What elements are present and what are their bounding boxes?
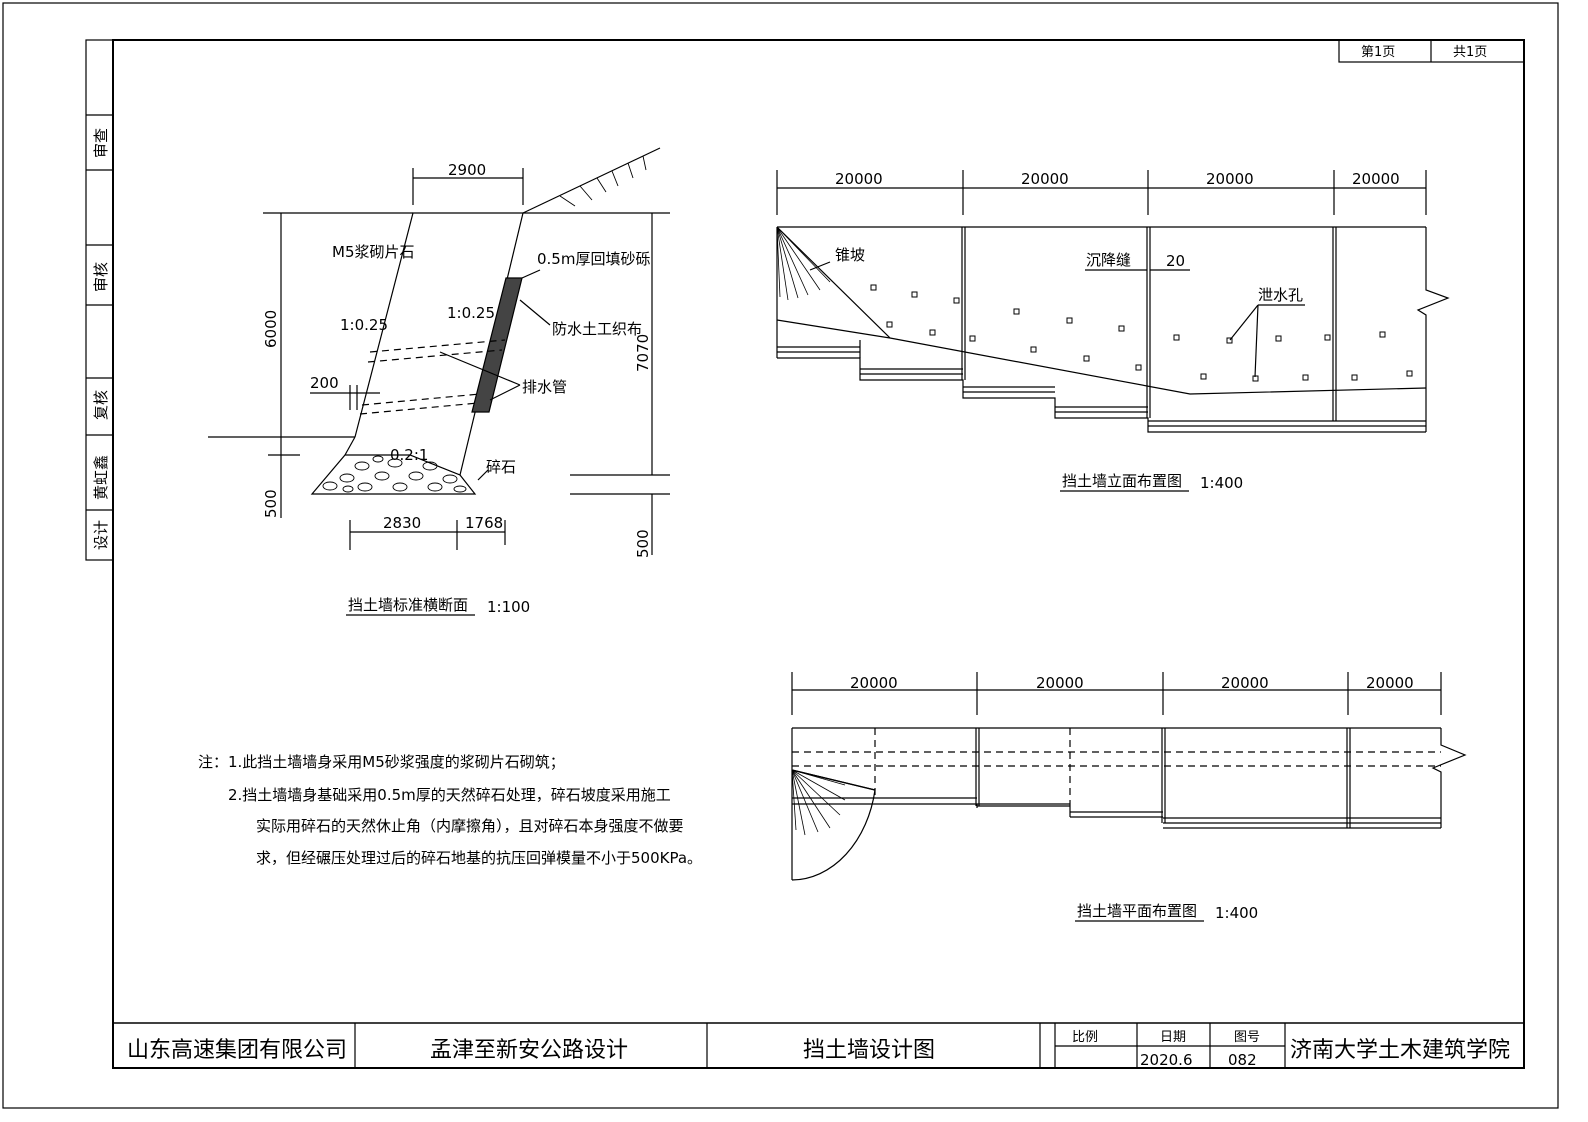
gravel-pattern — [322, 455, 467, 493]
label-gravel: 碎石 — [486, 458, 516, 476]
elev-dim-4: 20000 — [1352, 170, 1400, 188]
school-name: 济南大学土木建筑学院 — [1290, 1038, 1510, 1063]
label-joint-width: 20 — [1166, 252, 1185, 270]
cross-section-scale: 1:100 — [487, 598, 530, 616]
drawing-name: 挡土墙设计图 — [803, 1038, 935, 1063]
side-strip-dividers — [86, 114, 113, 511]
page-current: 第1页 — [1361, 45, 1395, 60]
side-label-designer-name: 黄虹鑫 — [92, 455, 110, 500]
elev-dim-1: 20000 — [835, 170, 883, 188]
notes: 注： 1.此挡土墙墙身采用M5砂浆强度的浆砌片石砌筑； 2.挡土墙墙身基础采用0… — [198, 753, 702, 867]
plan-dim-2: 20000 — [1036, 674, 1084, 692]
title-block — [113, 1022, 1524, 1068]
plan-title: 挡土墙平面布置图 — [1077, 902, 1197, 920]
number-value: 082 — [1228, 1051, 1257, 1069]
cone-slope-hatch — [776, 226, 831, 301]
label-cone-slope: 锥坡 — [835, 246, 865, 264]
plan-dim-3: 20000 — [1221, 674, 1269, 692]
date-label: 日期 — [1160, 1030, 1186, 1045]
dim-base-depth-right: 500 — [634, 529, 652, 558]
scale-label: 比例 — [1072, 1030, 1098, 1045]
cone-plan-hatch — [791, 769, 846, 836]
weep-holes — [870, 284, 1413, 382]
cross-section — [208, 147, 670, 555]
note-line-4: 求，但经碾压处理过后的碎石地基的抗压回弹模量不小于500KPa。 — [256, 849, 702, 867]
inner-frame — [112, 39, 1525, 1069]
backfill-strip — [471, 277, 523, 413]
label-settlement-joint: 沉降缝 — [1086, 251, 1131, 269]
plan-dim-1: 20000 — [850, 674, 898, 692]
page-total: 共1页 — [1453, 45, 1487, 60]
side-label-audit: 审核 — [92, 262, 110, 292]
dim-height: 6000 — [262, 310, 280, 348]
plan-scale: 1:400 — [1215, 904, 1258, 922]
label-drain-pipe: 排水管 — [522, 378, 567, 396]
outer-border — [2, 2, 1559, 1109]
dim-top-width: 2900 — [448, 161, 486, 179]
project-name: 孟津至新安公路设计 — [430, 1038, 628, 1063]
notes-prefix: 注： — [198, 753, 228, 771]
elev-dim-3: 20000 — [1206, 170, 1254, 188]
label-weep-hole: 泄水孔 — [1258, 286, 1303, 304]
note-line-1: 1.此挡土墙墙身采用M5砂浆强度的浆砌片石砌筑； — [228, 753, 565, 771]
slope-hatch — [559, 155, 647, 207]
elev-dim-2: 20000 — [1021, 170, 1069, 188]
elevation-view — [776, 170, 1450, 433]
cross-section-title: 挡土墙标准横断面 — [348, 596, 468, 614]
note-line-2: 2.挡土墙墙身基础采用0.5m厚的天然碎石处理，碎石坡度采用施工 — [228, 786, 671, 804]
elevation-scale: 1:400 — [1200, 474, 1243, 492]
dim-base-depth-left: 500 — [262, 489, 280, 518]
dim-base-left: 2830 — [383, 514, 421, 532]
note-line-3: 实际用碎石的天然休止角（内摩擦角），且对碎石本身强度不做要 — [256, 817, 684, 835]
plan-dim-4: 20000 — [1366, 674, 1414, 692]
elevation-title: 挡土墙立面布置图 — [1062, 472, 1182, 490]
company-name: 山东高速集团有限公司 — [127, 1038, 347, 1063]
side-label-review: 审查 — [92, 128, 110, 158]
label-slope-right: 1:0.25 — [447, 304, 495, 322]
date-value: 2020.6 — [1140, 1051, 1193, 1069]
dim-base-right: 1768 — [465, 514, 503, 532]
label-material: M5浆砌片石 — [332, 243, 415, 261]
dim-step: 200 — [310, 374, 339, 392]
label-geotextile: 防水土工织布 — [552, 320, 642, 338]
label-base-slope: 0.2:1 — [390, 446, 428, 464]
label-backfill: 0.5m厚回填砂砾 — [537, 250, 650, 268]
side-strip — [85, 39, 114, 561]
dim-total-height: 7070 — [634, 334, 652, 372]
number-label: 图号 — [1234, 1030, 1260, 1045]
side-label-recheck: 复核 — [92, 390, 110, 420]
side-label-design: 设计 — [92, 520, 110, 550]
plan-view — [791, 672, 1467, 881]
label-slope-left: 1:0.25 — [340, 316, 388, 334]
